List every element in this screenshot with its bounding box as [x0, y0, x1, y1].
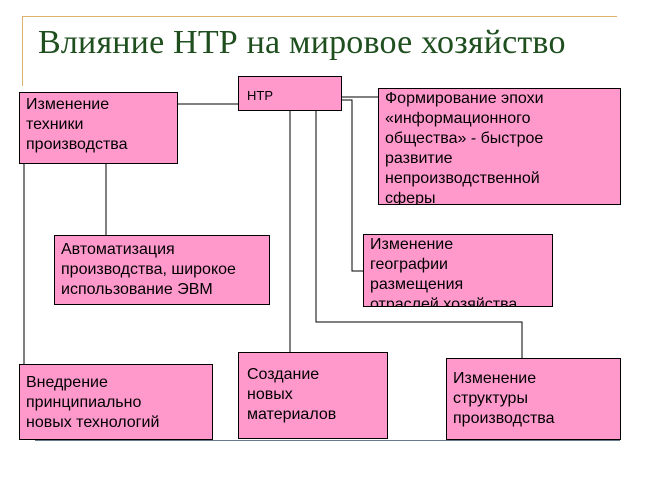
node-production-structure: Изменение структуры производства — [446, 358, 621, 440]
node-info-society: Формирование эпохи «информационного обще… — [378, 88, 621, 205]
accent-line-left — [22, 16, 23, 86]
node-new-technologies: Внедрение принципиально новых технологий — [19, 364, 213, 440]
node-new-materials: Создание новых материалов — [238, 352, 388, 439]
bottom-divider — [35, 440, 620, 441]
slide-title: Влияние НТР на мировое хозяйство — [38, 24, 566, 61]
node-ntr: НТР — [238, 76, 342, 111]
node-geography: Изменение географии размещения отраслей … — [363, 234, 553, 307]
connector-ntr-structure — [315, 111, 523, 358]
connector-ntr-geo — [342, 99, 363, 272]
node-tech-change: Изменение техники производства — [19, 92, 178, 164]
accent-line-top — [22, 16, 617, 17]
node-automation: Автоматизация производства, широкое испо… — [54, 235, 270, 305]
